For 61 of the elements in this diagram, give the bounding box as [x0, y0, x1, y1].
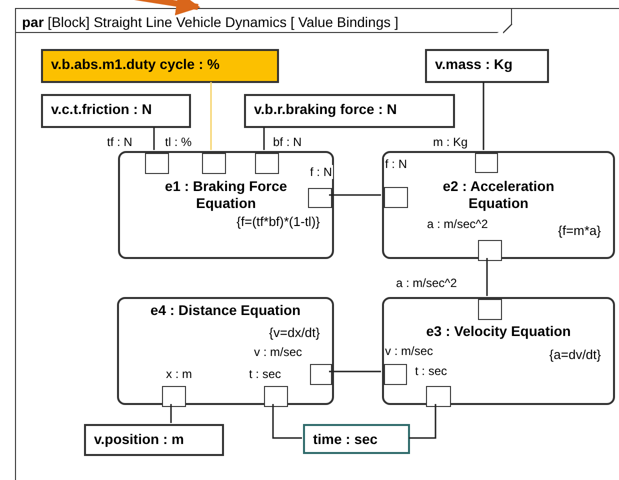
port-square — [264, 386, 288, 407]
block-heading: e4 : Distance Equation — [149, 302, 302, 319]
block-heading: e2 : Acceleration Equation — [442, 178, 556, 212]
frame-title: par [Block] Straight Line Vehicle Dynamics [ Value Bindings ] — [22, 13, 398, 32]
binding-connector — [409, 404, 436, 439]
diagram-frame — [15, 8, 619, 480]
property-label: v.b.abs.m1.duty cycle : % — [51, 55, 221, 74]
block-heading: e3 : Velocity Equation — [425, 323, 572, 340]
property-label: v.position : m — [94, 430, 185, 449]
property-label: v.mass : Kg — [435, 55, 514, 74]
port-square — [384, 364, 407, 385]
constraint-block — [382, 297, 615, 405]
port-square — [202, 153, 226, 174]
port-label: t : sec — [414, 364, 448, 378]
port-square — [475, 153, 498, 173]
port-square — [478, 240, 502, 261]
port-label: m : Kg — [432, 135, 469, 149]
binding-connector — [486, 258, 488, 296]
value-property-box — [41, 49, 279, 83]
port-label: a : m/sec^2 — [395, 276, 458, 290]
binding-connector — [210, 82, 212, 150]
port-label: f : N — [384, 157, 408, 171]
constraint-block — [117, 297, 334, 405]
port-square — [255, 153, 279, 174]
port-square — [478, 299, 502, 320]
binding-connector — [482, 82, 484, 150]
port-label: t : sec — [248, 367, 282, 381]
port-label: v : m/sec — [384, 344, 434, 358]
value-property-box — [425, 49, 549, 83]
constraint-formula: {a=dv/dt} — [549, 346, 601, 364]
port-label: bf : N — [272, 135, 303, 149]
constraint-block — [118, 151, 334, 259]
port-square — [426, 386, 451, 407]
binding-connector — [170, 404, 172, 423]
port-label: f : N — [309, 165, 334, 179]
port-square — [310, 364, 332, 385]
port-square — [308, 188, 332, 208]
port-label: v : m/sec — [253, 345, 304, 359]
value-property-box — [41, 94, 191, 128]
value-property-box — [244, 94, 455, 128]
value-property-box — [84, 424, 224, 456]
constraint-formula: {v=dx/dt} — [269, 324, 320, 342]
binding-connector — [153, 127, 155, 150]
constraint-formula: {f=m*a} — [558, 222, 601, 240]
value-property-box — [303, 424, 410, 454]
constraint-formula: {f=(tf*bf)*(1-tl)} — [236, 213, 320, 231]
property-label: v.c.t.friction : N — [51, 100, 153, 119]
port-square — [384, 187, 408, 208]
port-square — [145, 153, 169, 174]
port-label: tl : % — [164, 135, 193, 149]
port-square — [162, 386, 186, 407]
binding-connector — [329, 370, 381, 372]
binding-connector — [272, 404, 302, 439]
port-label: tf : N — [106, 135, 134, 149]
constraint-block — [382, 151, 615, 259]
binding-connector — [263, 127, 265, 150]
property-label: time : sec — [313, 430, 379, 449]
port-label: a : m/sec^2 — [426, 217, 489, 231]
block-heading: e1 : Braking Force Equation — [164, 178, 288, 212]
binding-connector — [329, 194, 381, 196]
property-label: v.b.r.braking force : N — [254, 100, 398, 119]
